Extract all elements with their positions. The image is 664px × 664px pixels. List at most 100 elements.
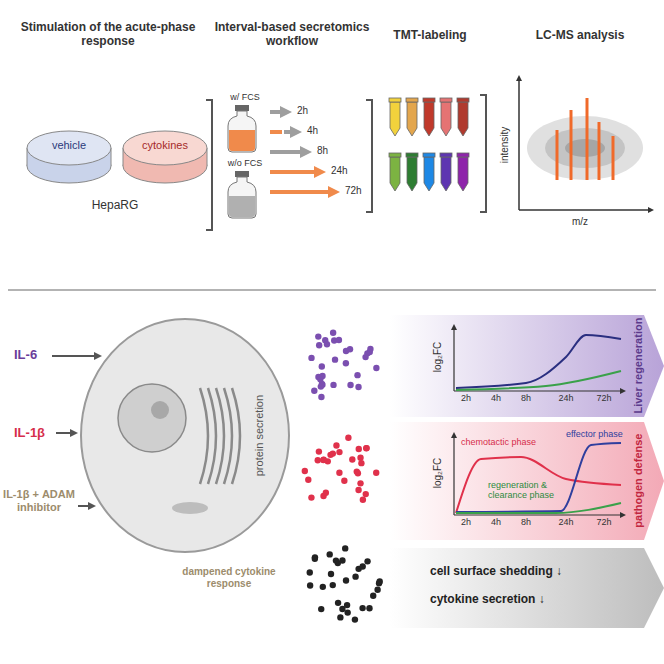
protein-dot	[377, 578, 383, 584]
protein-dot	[323, 490, 329, 496]
protein-dot	[328, 571, 334, 577]
ms-peak	[570, 110, 573, 180]
label: 8h	[317, 145, 328, 157]
protein-dot	[319, 363, 325, 369]
protein-dot	[316, 448, 322, 454]
tube-cap	[389, 98, 401, 102]
protein-dot	[374, 587, 380, 593]
node-text: 72h	[592, 517, 616, 528]
protein-dot	[342, 545, 348, 551]
trend-curve	[456, 503, 621, 513]
protein-dot	[355, 487, 361, 493]
label: IL-1β	[14, 425, 45, 441]
trend-curve	[456, 457, 621, 513]
node-text: w/o FCS	[218, 158, 272, 169]
node-text: log₂FC	[432, 332, 444, 382]
protein-dot	[359, 563, 365, 569]
protein-dot	[363, 491, 369, 497]
protein-dot	[370, 593, 376, 599]
protein-dot	[320, 584, 326, 590]
label: 2h	[297, 105, 308, 117]
protein-dot	[366, 605, 372, 611]
x-axis	[519, 209, 651, 211]
nucleolus	[151, 401, 169, 419]
protein-dot	[363, 445, 369, 451]
label: LC-MS analysis	[510, 28, 650, 42]
tube	[441, 102, 451, 136]
node-text: cell surface shedding ↓	[430, 564, 562, 578]
tube	[407, 157, 417, 191]
trend-curve	[456, 335, 621, 388]
dish-node: vehicle	[20, 108, 118, 190]
node-text: cytokines	[116, 139, 214, 152]
protein-dot	[367, 346, 373, 352]
y-axis	[453, 435, 454, 515]
chartA-node: log₂FC2h4h8h24h72h	[426, 321, 626, 411]
golgi	[172, 502, 208, 514]
tube-cap	[406, 153, 418, 157]
node-text: regeneration & clearance phase	[488, 481, 560, 501]
node-text: cytokine secretion ↓	[430, 592, 545, 606]
protein-dot	[318, 606, 324, 612]
er-membrane	[224, 388, 232, 484]
protein-dot	[355, 384, 361, 390]
protein-dot	[308, 355, 314, 361]
bottle-node: w/ FCS	[218, 92, 272, 154]
protein-dot	[307, 582, 313, 588]
protein-dot	[362, 354, 368, 360]
band-node: Liver regenerationlog₂FC2h4h8h24h72h	[390, 315, 664, 417]
label: 4h	[307, 125, 318, 137]
protein-dot	[345, 435, 351, 441]
x-axis	[454, 514, 623, 515]
node-text: m/z	[555, 216, 605, 228]
protein-dot	[315, 333, 321, 339]
node-text: intensity	[499, 110, 511, 180]
protein-dot	[302, 468, 308, 474]
bottle-cap	[235, 105, 249, 111]
chartB-node: log₂FCeffector phasechemotactic phasereg…	[426, 429, 626, 533]
node-text: 4h	[484, 393, 508, 404]
node-text: 4h	[484, 517, 508, 528]
node-text: protein secretion	[253, 381, 266, 491]
cell-membrane	[81, 319, 289, 552]
tube	[458, 157, 468, 191]
label: 72h	[345, 185, 362, 197]
protein-dot	[330, 329, 336, 335]
protein-dot	[326, 551, 332, 557]
node-text: pathogen defense	[632, 426, 645, 536]
node-text: vehicle	[20, 139, 118, 152]
node-text: 8h	[514, 393, 538, 404]
dish-node: cytokines	[116, 108, 214, 190]
tube	[458, 102, 468, 136]
band-arrow	[390, 548, 664, 628]
protein-dot	[344, 602, 350, 608]
tube	[424, 102, 434, 136]
node-text: 72h	[592, 393, 616, 404]
bottle-liquid	[229, 196, 255, 217]
trend-curve	[456, 371, 621, 390]
protein-dot	[373, 469, 379, 475]
node-text: log₂FC	[432, 448, 444, 498]
tube	[390, 157, 400, 191]
y-axis	[518, 78, 520, 210]
protein-dot	[343, 577, 349, 583]
protein-dot	[355, 470, 361, 476]
label: Interval-based secretomics workflow	[212, 20, 372, 49]
protein-dot	[311, 388, 317, 394]
protein-dot	[333, 442, 339, 448]
label: IL-1β + ADAM inhibitor	[2, 488, 76, 514]
node-text: Liver regeneration	[632, 316, 645, 416]
protein-dot	[318, 394, 324, 400]
bottle-liquid	[229, 130, 255, 151]
protein-dot	[357, 455, 363, 461]
protein-dot	[330, 382, 336, 388]
label: dampened cytokine response	[170, 566, 288, 590]
protein-dot	[315, 457, 321, 463]
protein-dot	[352, 573, 358, 579]
band-node: pathogen defense log₂FCeffector phasechem…	[390, 422, 664, 540]
ms-blob	[527, 116, 643, 180]
protein-dot	[337, 614, 343, 620]
protein-dot	[347, 346, 353, 352]
cell-node: protein secretion	[80, 318, 290, 553]
